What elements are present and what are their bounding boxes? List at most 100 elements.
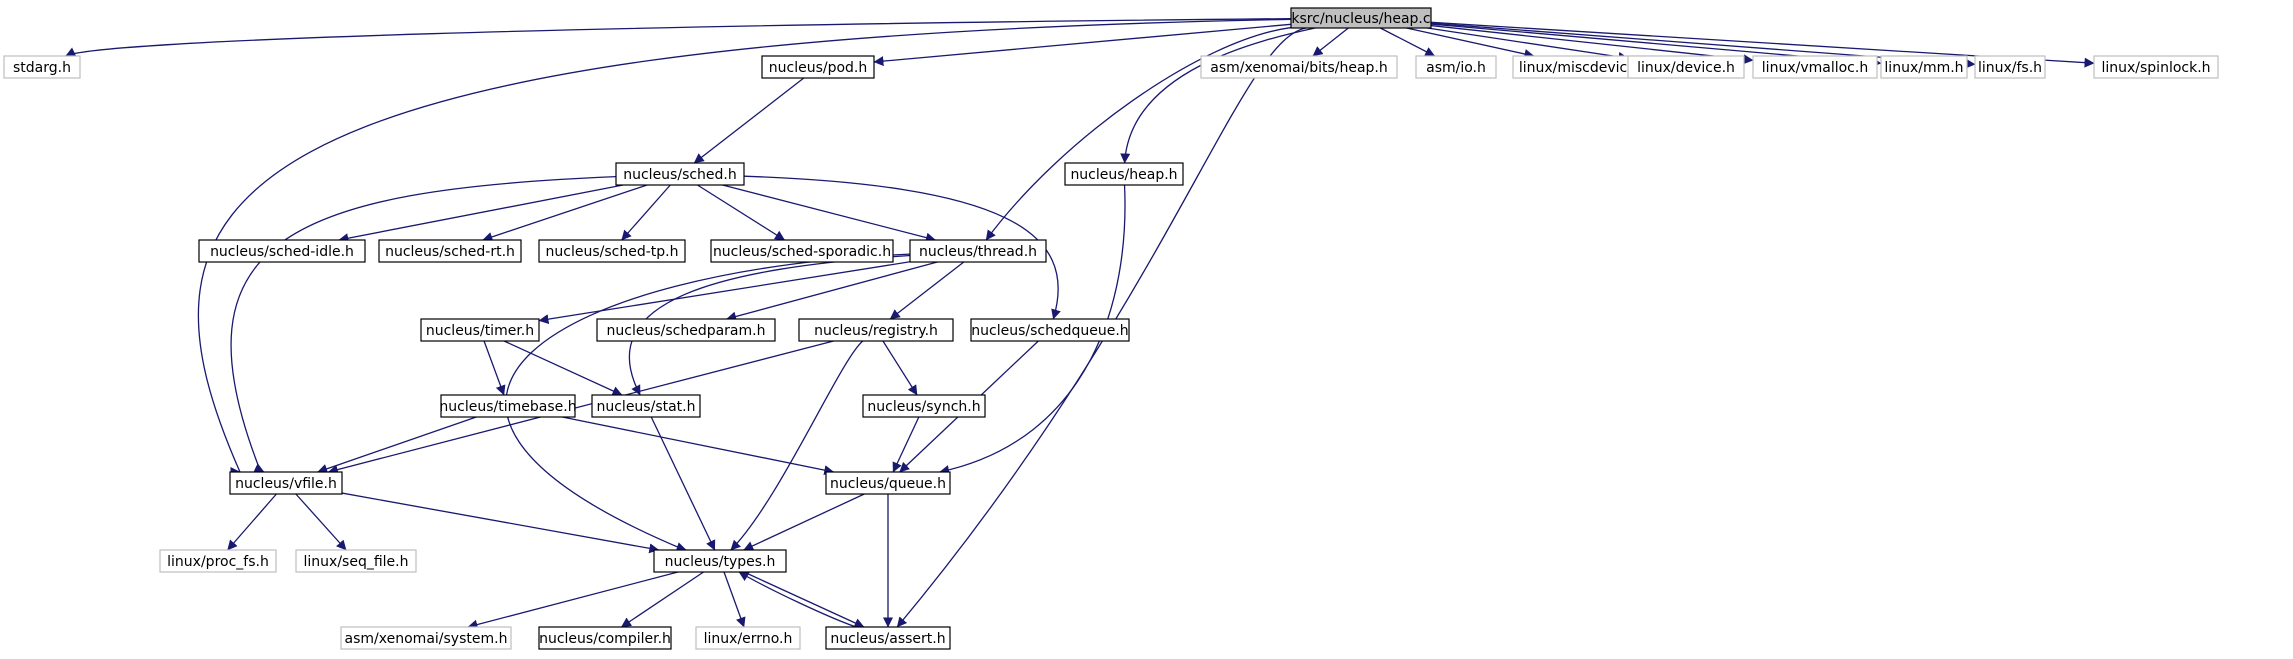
node-label: nucleus/schedparam.h (607, 323, 766, 339)
node-schedqueue[interactable]: nucleus/schedqueue.h (970, 318, 1130, 342)
edge-heap_c-to-vfile (197, 18, 1292, 473)
node-box (1064, 162, 1184, 186)
node-box (695, 626, 801, 650)
node-box (1415, 55, 1497, 79)
node-box (798, 318, 954, 342)
node-thread[interactable]: nucleus/thread.h (909, 239, 1047, 263)
edge-types-to-assert (743, 571, 865, 628)
node-spinlock: linux/spinlock.h (2093, 55, 2219, 79)
node-errno: linux/errno.h (695, 626, 801, 650)
node-label: nucleus/compiler.h (539, 631, 671, 647)
node-asm_heap: asm/xenomai/bits/heap.h (1200, 55, 1398, 79)
edge-timebase-to-queue (562, 416, 835, 476)
node-box (229, 471, 343, 495)
edge-timer-to-stat (503, 340, 623, 396)
node-heap_c[interactable]: ksrc/nucleus/heap.c (1290, 7, 1432, 29)
node-queue[interactable]: nucleus/queue.h (825, 471, 951, 495)
edge-vfile-to-types (341, 492, 660, 554)
node-box (1752, 55, 1878, 79)
node-timer[interactable]: nucleus/timer.h (420, 318, 540, 342)
node-box (825, 626, 951, 650)
node-mm: linux/mm.h (1880, 55, 1968, 79)
edge-heap_c-to-device (1427, 27, 1629, 62)
node-label: nucleus/stat.h (596, 399, 695, 415)
edge-registry-to-vfile (327, 340, 834, 475)
node-asm_io: asm/io.h (1415, 55, 1497, 79)
edge-heap_c-to-asm_heap (1312, 27, 1349, 57)
edge-registry-to-types (730, 340, 864, 551)
node-box (159, 549, 277, 573)
node-schedparam[interactable]: nucleus/schedparam.h (596, 318, 776, 342)
node-sched_sporadic[interactable]: nucleus/sched-sporadic.h (710, 239, 894, 263)
node-label: asm/io.h (1426, 60, 1486, 76)
edge-pod-to-sched (693, 77, 805, 164)
node-stat[interactable]: nucleus/stat.h (591, 394, 701, 418)
node-sched[interactable]: nucleus/sched.h (615, 162, 745, 186)
edge-thread-to-registry (889, 261, 965, 320)
edge-timebase-to-vfile (317, 416, 477, 474)
node-vmalloc: linux/vmalloc.h (1752, 55, 1878, 79)
node-compiler[interactable]: nucleus/compiler.h (538, 626, 672, 650)
node-label: linux/miscdevice.h (1519, 60, 1649, 76)
edge-heap_c-to-stdarg (65, 17, 1292, 57)
edge-thread-to-timer (538, 261, 911, 325)
node-label: linux/errno.h (704, 631, 793, 647)
node-box (653, 549, 787, 573)
node-sched_idle[interactable]: nucleus/sched-idle.h (198, 239, 366, 263)
edge-types-to-errno (723, 571, 746, 628)
node-box (378, 239, 522, 263)
node-miscdevice: linux/miscdevice.h (1512, 55, 1656, 79)
node-seq_file: linux/seq_file.h (295, 549, 417, 573)
node-label: asm/xenomai/system.h (345, 631, 508, 647)
node-vfile[interactable]: nucleus/vfile.h (229, 471, 343, 495)
node-sched_rt[interactable]: nucleus/sched-rt.h (378, 239, 522, 263)
node-box (538, 239, 686, 263)
edge-assert-to-types (738, 571, 857, 628)
node-box (862, 394, 986, 418)
node-label: nucleus/pod.h (769, 60, 868, 76)
edge-sched-to-thread (722, 184, 936, 243)
node-box (615, 162, 745, 186)
node-box (1290, 7, 1432, 29)
node-label: nucleus/sched.h (623, 167, 737, 183)
edge-queue-to-types (743, 493, 865, 551)
node-box (538, 626, 672, 650)
node-sched_tp[interactable]: nucleus/sched-tp.h (538, 239, 686, 263)
edge-heap_c-to-thread (985, 26, 1292, 241)
edge-sched-to-sched_sporadic (697, 184, 785, 241)
node-box (1880, 55, 1968, 79)
node-proc_fs: linux/proc_fs.h (159, 549, 277, 573)
edge-vfile-to-proc_fs (227, 493, 277, 551)
node-box (2093, 55, 2219, 79)
edge-timer-to-timebase (483, 340, 506, 396)
edge-heap_c-to-assert (896, 27, 1307, 628)
node-label: asm/xenomai/bits/heap.h (1210, 60, 1388, 76)
node-label: linux/seq_file.h (304, 554, 409, 570)
node-label: nucleus/heap.h (1070, 167, 1177, 183)
node-label: linux/vmalloc.h (1762, 60, 1868, 76)
edge-sched-to-sched_rt (482, 184, 648, 242)
node-synch[interactable]: nucleus/synch.h (862, 394, 986, 418)
node-label: linux/device.h (1637, 60, 1735, 76)
edge-heap_c-to-vmalloc (1430, 24, 1754, 65)
node-registry[interactable]: nucleus/registry.h (798, 318, 954, 342)
node-stdarg: stdarg.h (3, 55, 81, 79)
node-label: nucleus/types.h (665, 554, 776, 570)
node-label: ksrc/nucleus/heap.c (1291, 11, 1430, 27)
node-box (596, 318, 776, 342)
node-box (295, 549, 417, 573)
node-label: linux/fs.h (1978, 60, 2042, 76)
node-heap_h[interactable]: nucleus/heap.h (1064, 162, 1184, 186)
node-assert[interactable]: nucleus/assert.h (825, 626, 951, 650)
node-pod[interactable]: nucleus/pod.h (761, 55, 875, 79)
node-timebase[interactable]: nucleus/timebase.h (439, 394, 577, 418)
edge-heap_c-to-pod (873, 23, 1292, 67)
edge-types-to-compiler (621, 571, 704, 628)
node-label: nucleus/sched-idle.h (210, 244, 354, 260)
edge-sched-to-sched_tp (621, 184, 671, 241)
edge-heap_h-to-queue (939, 184, 1126, 475)
node-types[interactable]: nucleus/types.h (653, 549, 787, 573)
edge-thread-to-types (505, 253, 911, 552)
node-label: stdarg.h (13, 60, 71, 76)
